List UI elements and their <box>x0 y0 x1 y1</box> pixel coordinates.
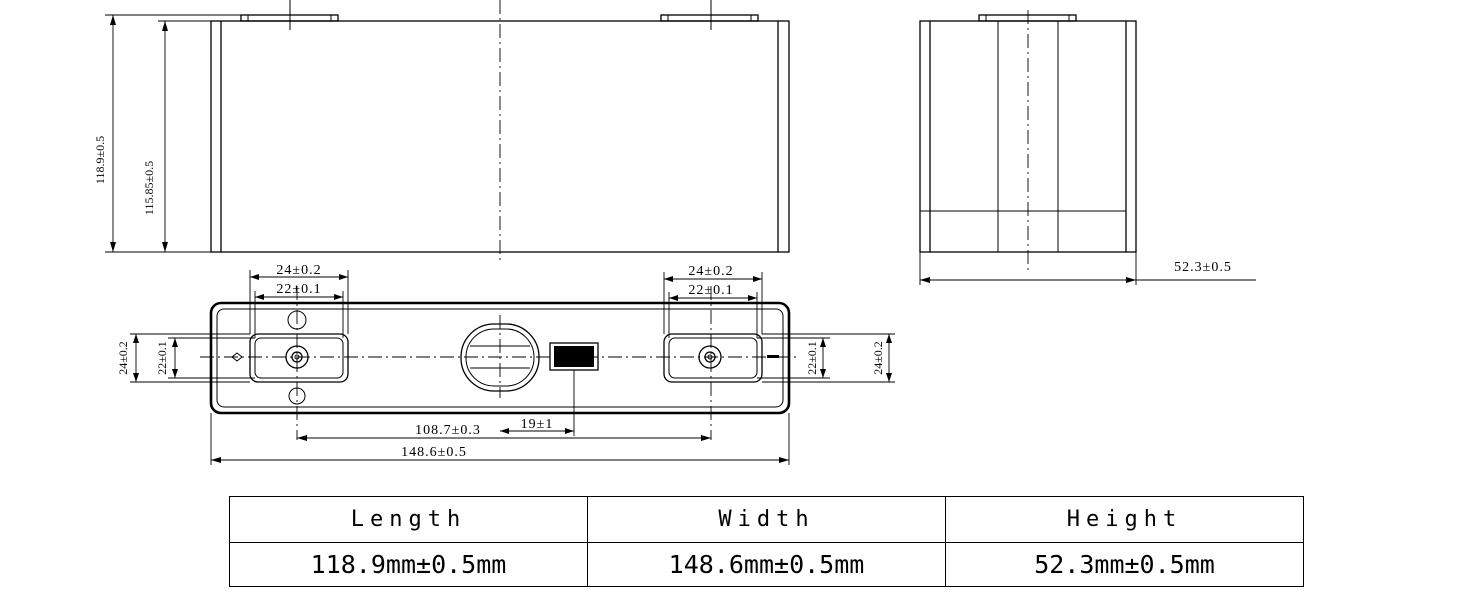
dim-vent-offset: 19±1 <box>500 370 575 436</box>
dim-vent-offset-label: 19±1 <box>521 417 554 432</box>
dim-thickness-label: 52.3±0.5 <box>1174 260 1232 275</box>
dim-terminal-outer-height-left-label: 24±0.2 <box>116 341 130 375</box>
value-height: 52.3mm±0.5mm <box>945 542 1304 587</box>
side-terminal <box>978 14 1077 22</box>
dim-terminal-outer-width-label: 24±0.2 <box>276 263 321 278</box>
dim-body-height-label: 115.85±0.5 <box>142 161 156 215</box>
safety-vent <box>460 315 540 398</box>
dimensions-table: Length Width Height 118.9mm±0.5mm 148.6m… <box>229 496 1304 587</box>
dim-terminal-inner-height-right-label: 22±0.1 <box>805 341 819 375</box>
front-terminal-right <box>660 14 759 22</box>
top-view: 24±0.2 22±0.1 24±0.2 22±0.1 <box>116 263 895 465</box>
label-block <box>549 342 599 371</box>
dim-overall-height-label: 118.9±0.5 <box>93 136 107 184</box>
header-length: Length <box>229 496 588 543</box>
table-value-row: 118.9mm±0.5mm 148.6mm±0.5mm 52.3mm±0.5mm <box>229 542 1304 587</box>
header-height: Height <box>945 496 1304 543</box>
terminal-left <box>231 310 349 405</box>
value-length: 118.9mm±0.5mm <box>229 542 588 587</box>
side-view: 52.3±0.5 <box>919 10 1256 285</box>
technical-drawing: 118.9±0.5 115.85±0.5 52. <box>93 0 1256 465</box>
dim-terminal-spacing: 108.7±0.3 <box>297 423 711 441</box>
dim-terminal-outer-width-right-label: 24±0.2 <box>688 264 733 279</box>
dim-overall-length-label: 148.6±0.5 <box>401 445 467 460</box>
dim-terminal-outer-height-right-label: 24±0.2 <box>871 341 885 375</box>
dim-terminal-right-widths: 24±0.2 22±0.1 <box>663 264 763 338</box>
dim-overall-height: 118.9±0.5 <box>93 14 241 253</box>
dim-terminal-spacing-label: 108.7±0.3 <box>415 423 481 438</box>
dim-terminal-inner-width-label: 22±0.1 <box>276 282 321 297</box>
dim-terminal-left-widths: 24±0.2 22±0.1 <box>249 263 349 338</box>
front-view: 118.9±0.5 115.85±0.5 <box>93 0 790 262</box>
dim-overall-length: 148.6±0.5 <box>210 413 790 465</box>
value-width: 148.6mm±0.5mm <box>587 542 946 587</box>
dim-terminal-right-heights: 22±0.1 24±0.2 <box>757 333 895 383</box>
header-width: Width <box>587 496 946 543</box>
dim-terminal-inner-height-left-label: 22±0.1 <box>155 341 169 375</box>
dim-body-height: 115.85±0.5 <box>142 20 211 252</box>
dim-terminal-inner-width-right-label: 22±0.1 <box>688 283 733 298</box>
terminal-right <box>663 333 779 383</box>
table-header-row: Length Width Height <box>229 496 1304 543</box>
dim-thickness: 52.3±0.5 <box>919 252 1256 285</box>
dim-terminal-left-heights: 24±0.2 22±0.1 <box>116 333 255 383</box>
